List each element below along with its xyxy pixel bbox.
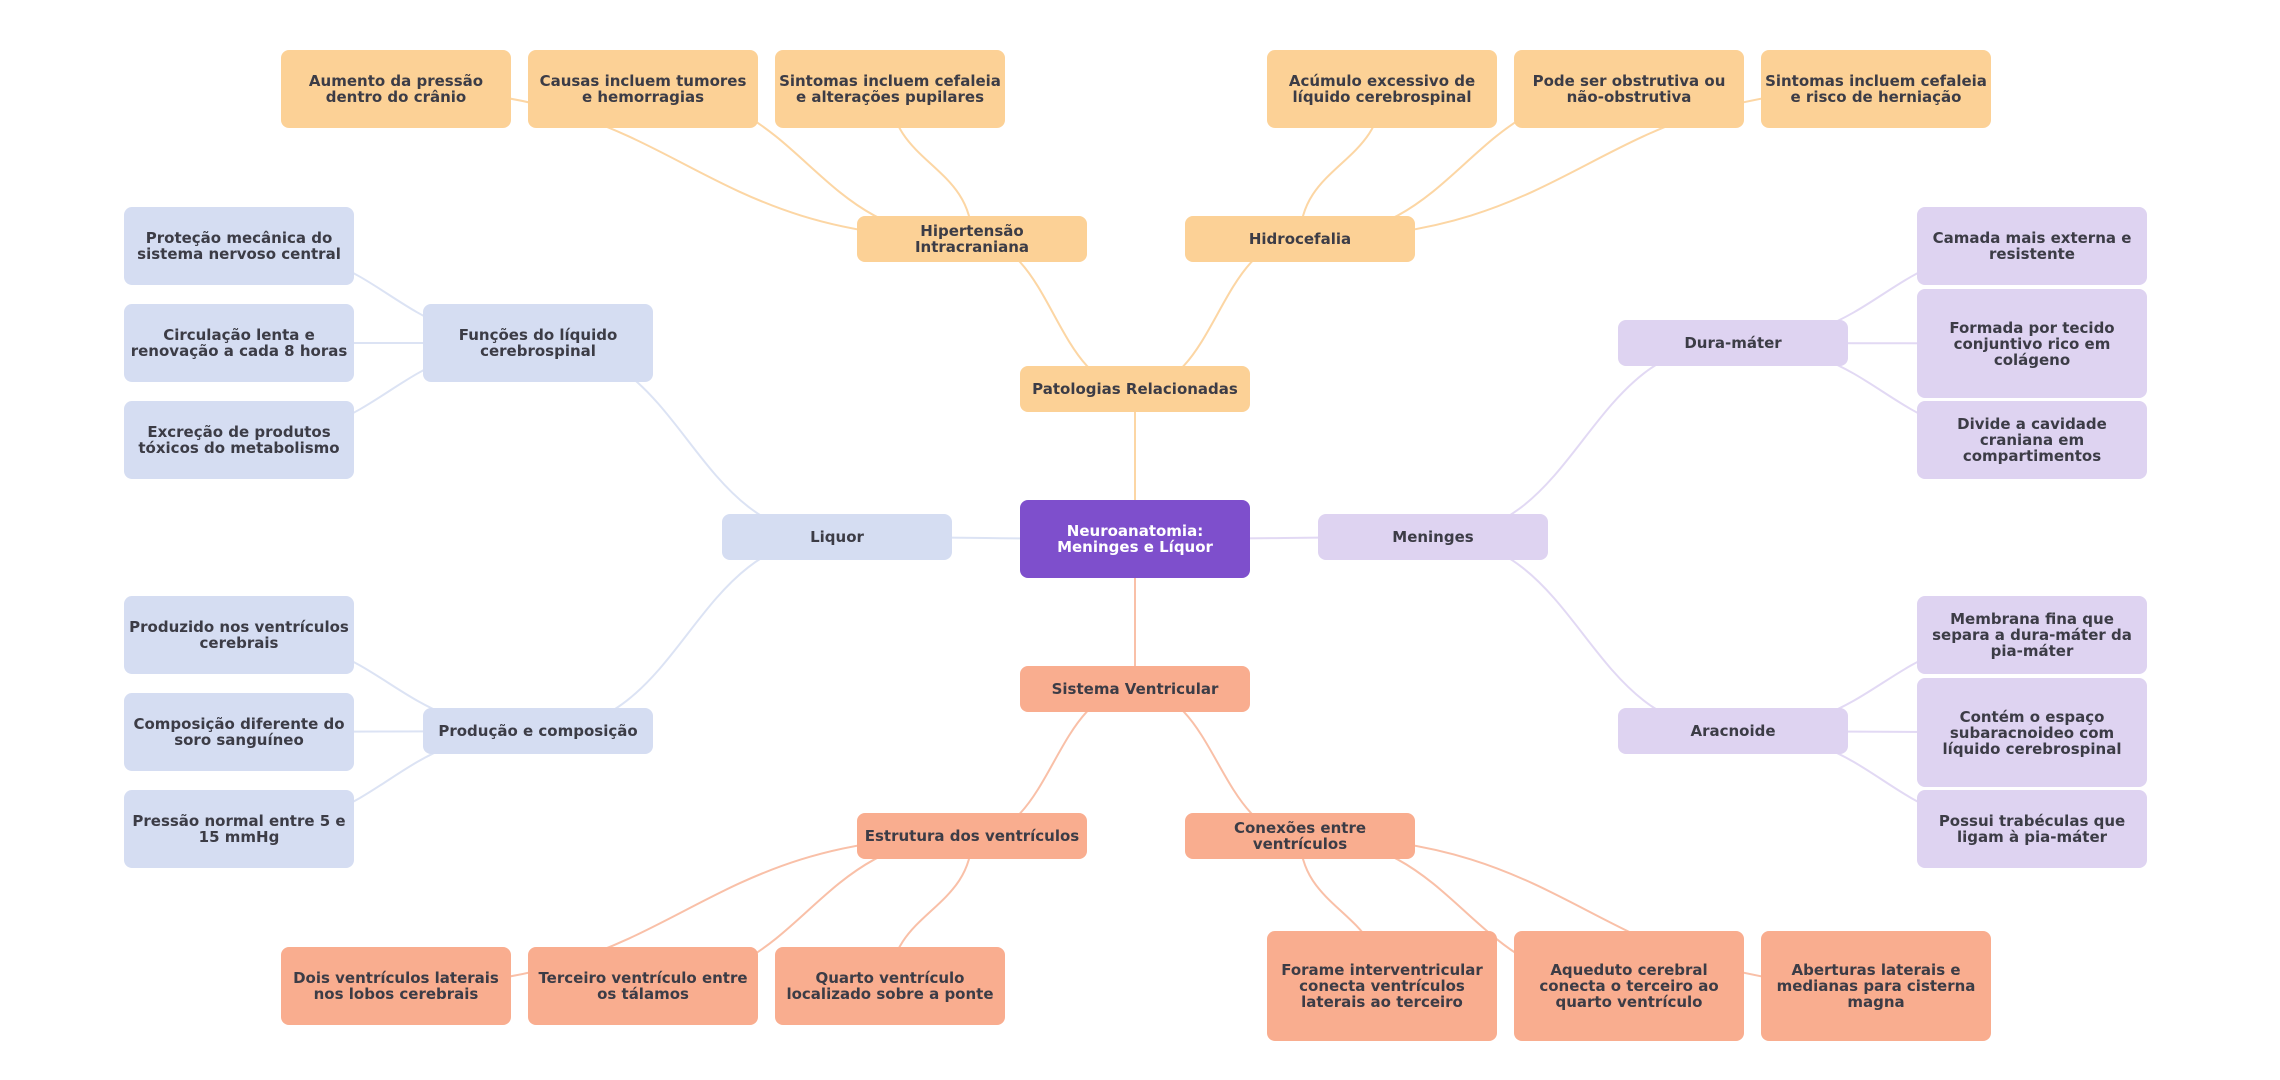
branch-sistema-ventricular[interactable]: Sistema Ventricular bbox=[1020, 666, 1250, 712]
leaf-node[interactable]: Membrana fina que separa a dura-máter da… bbox=[1917, 596, 2147, 674]
root-node[interactable]: Neuroanatomia: Meninges e Líquor bbox=[1020, 500, 1250, 578]
leaf-label: Excreção de produtos tóxicos do metaboli… bbox=[138, 423, 340, 457]
leaf-node[interactable]: Circulação lenta e renovação a cada 8 ho… bbox=[124, 304, 354, 382]
topic-producao[interactable]: Produção e composição bbox=[423, 708, 653, 754]
leaf-node[interactable]: Causas incluem tumores e hemorragias bbox=[528, 50, 758, 128]
topic-aracnoide[interactable]: Aracnoide bbox=[1618, 708, 1848, 754]
leaf-label: Proteção mecânica do sistema nervoso cen… bbox=[137, 229, 341, 263]
leaf-label: Aumento da pressão dentro do crânio bbox=[308, 72, 484, 106]
leaf-label: Camada mais externa e resistente bbox=[1932, 229, 2132, 263]
topic-dura-mater[interactable]: Dura-máter bbox=[1618, 320, 1848, 366]
leaf-label: Pressão normal entre 5 e 15 mmHg bbox=[132, 812, 346, 846]
branch-label: Patologias Relacionadas bbox=[1032, 380, 1238, 398]
leaf-label: Quarto ventrículo localizado sobre a pon… bbox=[786, 969, 994, 1003]
leaf-label: Aqueduto cerebral conecta o terceiro ao … bbox=[1539, 961, 1719, 1011]
leaf-label: Forame interventricular conecta ventrícu… bbox=[1281, 961, 1483, 1011]
leaf-node[interactable]: Formada por tecido conjuntivo rico em co… bbox=[1917, 289, 2147, 398]
leaf-node[interactable]: Pressão normal entre 5 e 15 mmHg bbox=[124, 790, 354, 868]
connector-line bbox=[1432, 342, 1734, 538]
topic-label: Conexões entre ventrículos bbox=[1233, 819, 1367, 853]
leaf-node[interactable]: Aumento da pressão dentro do crânio bbox=[281, 50, 511, 128]
leaf-label: Acúmulo excessivo de líquido cerebrospin… bbox=[1288, 72, 1476, 106]
leaf-node[interactable]: Quarto ventrículo localizado sobre a pon… bbox=[775, 947, 1005, 1025]
branch-label: Sistema Ventricular bbox=[1051, 680, 1219, 698]
leaf-label: Divide a cavidade craniana em compartime… bbox=[1957, 415, 2107, 465]
leaf-node[interactable]: Divide a cavidade craniana em compartime… bbox=[1917, 401, 2147, 479]
topic-label: Dura-máter bbox=[1684, 334, 1782, 352]
leaf-label: Composição diferente do soro sanguíneo bbox=[133, 715, 345, 749]
topic-label: Hipertensão Intracraniana bbox=[914, 222, 1030, 256]
topic-label: Aracnoide bbox=[1690, 722, 1776, 740]
leaf-label: Pode ser obstrutiva ou não-obstrutiva bbox=[1532, 72, 1726, 106]
branch-label: Meninges bbox=[1392, 528, 1474, 546]
topic-funcoes[interactable]: Funções do líquido cerebrospinal bbox=[423, 304, 653, 382]
topic-label: Estrutura dos ventrículos bbox=[864, 827, 1080, 845]
leaf-node[interactable]: Sintomas incluem cefaleia e alterações p… bbox=[775, 50, 1005, 128]
branch-meninges[interactable]: Meninges bbox=[1318, 514, 1548, 560]
leaf-label: Produzido nos ventrículos cerebrais bbox=[129, 618, 349, 652]
leaf-node[interactable]: Pode ser obstrutiva ou não-obstrutiva bbox=[1514, 50, 1744, 128]
leaf-node[interactable]: Dois ventrículos laterais nos lobos cere… bbox=[281, 947, 511, 1025]
topic-label: Produção e composição bbox=[438, 722, 638, 740]
leaf-node[interactable]: Produzido nos ventrículos cerebrais bbox=[124, 596, 354, 674]
leaf-label: Formada por tecido conjuntivo rico em co… bbox=[1949, 318, 2115, 369]
connector-line bbox=[537, 536, 838, 732]
leaf-label: Causas incluem tumores e hemorragias bbox=[539, 72, 747, 106]
leaf-label: Contém o espaço subaracnoideo com líquid… bbox=[1942, 707, 2122, 758]
leaf-node[interactable]: Acúmulo excessivo de líquido cerebrospin… bbox=[1267, 50, 1497, 128]
topic-estrutura[interactable]: Estrutura dos ventrículos bbox=[857, 813, 1087, 859]
leaf-node[interactable]: Possui trabéculas que ligam à pia-máter bbox=[1917, 790, 2147, 868]
leaf-label: Circulação lenta e renovação a cada 8 ho… bbox=[130, 326, 348, 360]
leaf-label: Dois ventrículos laterais nos lobos cere… bbox=[293, 969, 499, 1003]
topic-label: Funções do líquido cerebrospinal bbox=[458, 326, 618, 360]
branch-label: Liquor bbox=[810, 528, 864, 546]
leaf-node[interactable]: Sintomas incluem cefaleia e risco de her… bbox=[1761, 50, 1991, 128]
leaf-label: Sintomas incluem cefaleia e risco de her… bbox=[1765, 72, 1987, 106]
topic-label: Hidrocefalia bbox=[1248, 230, 1352, 248]
leaf-label: Terceiro ventrículo entre os tálamos bbox=[538, 969, 748, 1003]
leaf-node[interactable]: Proteção mecânica do sistema nervoso cen… bbox=[124, 207, 354, 285]
root-label: Neuroanatomia: Meninges e Líquor bbox=[1057, 522, 1213, 556]
leaf-node[interactable]: Camada mais externa e resistente bbox=[1917, 207, 2147, 285]
leaf-node[interactable]: Contém o espaço subaracnoideo com líquid… bbox=[1917, 678, 2147, 787]
branch-patologias[interactable]: Patologias Relacionadas bbox=[1020, 366, 1250, 412]
leaf-node[interactable]: Composição diferente do soro sanguíneo bbox=[124, 693, 354, 771]
connector-line bbox=[1432, 536, 1734, 732]
leaf-node[interactable]: Excreção de produtos tóxicos do metaboli… bbox=[124, 401, 354, 479]
leaf-label: Possui trabéculas que ligam à pia-máter bbox=[1938, 812, 2126, 846]
topic-hidrocefalia[interactable]: Hidrocefalia bbox=[1185, 216, 1415, 262]
leaf-label: Membrana fina que separa a dura-máter da… bbox=[1932, 610, 2132, 660]
leaf-label: Aberturas laterais e medianas para ciste… bbox=[1776, 961, 1976, 1011]
leaf-node[interactable]: Aqueduto cerebral conecta o terceiro ao … bbox=[1514, 931, 1744, 1041]
leaf-node[interactable]: Forame interventricular conecta ventrícu… bbox=[1267, 931, 1497, 1041]
leaf-node[interactable]: Terceiro ventrículo entre os tálamos bbox=[528, 947, 758, 1025]
branch-liquor[interactable]: Liquor bbox=[722, 514, 952, 560]
leaf-label: Sintomas incluem cefaleia e alterações p… bbox=[779, 72, 1001, 106]
topic-hipertensao[interactable]: Hipertensão Intracraniana bbox=[857, 216, 1087, 262]
topic-conexoes[interactable]: Conexões entre ventrículos bbox=[1185, 813, 1415, 859]
leaf-node[interactable]: Aberturas laterais e medianas para ciste… bbox=[1761, 931, 1991, 1041]
